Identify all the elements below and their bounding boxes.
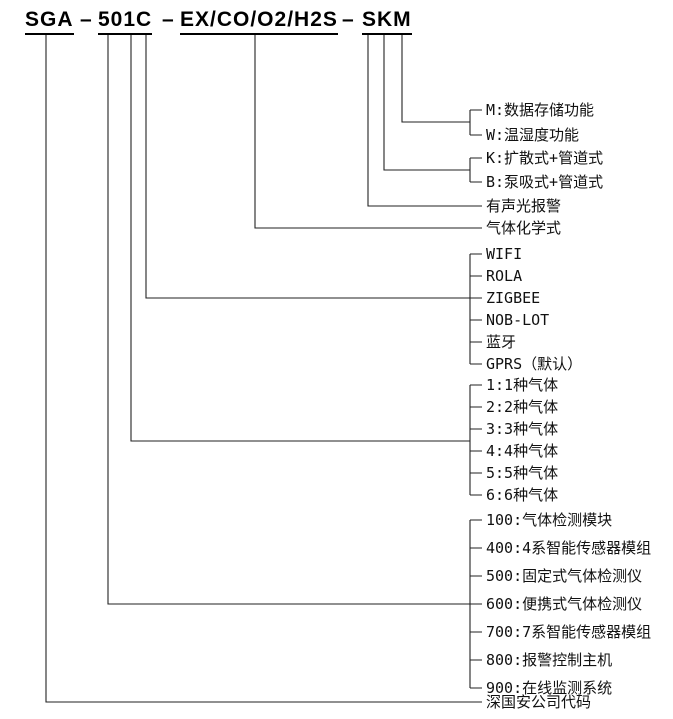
bracket-communication: [469, 253, 482, 365]
connector-gas-chemical: [254, 33, 482, 229]
group-product-series: 100:气体检测模块 400:4系智能传感器模组 500:固定式气体检测仪 600:便…: [486, 510, 651, 698]
diagram-label: W:温湿度功能: [486, 126, 580, 144]
diagram-label: WIFI: [486, 245, 523, 263]
group-communication: WIFI ROLA ZIGBEE NOB-LOT 蓝牙 GPRS（默认）: [486, 244, 582, 374]
diagram-label: 900:在线监测系统: [486, 679, 613, 697]
label-alarm: 有声光报警: [486, 197, 562, 215]
diagram-label: 蓝牙: [486, 333, 517, 351]
model-segment-options: SKM: [362, 8, 412, 35]
diagram-label: NOB-LOT: [486, 311, 550, 329]
diagram-label: 5:5种气体: [486, 464, 559, 482]
diagram-label: 3:3种气体: [486, 420, 559, 438]
model-code: SGA – 501C – EX/CO/O2/H2S – SKM: [0, 8, 673, 40]
model-segment-gases: EX/CO/O2/H2S: [180, 8, 338, 35]
label-company-code: 深国安公司代码: [486, 693, 592, 711]
diagram-label: M:数据存储功能: [486, 101, 595, 119]
bracket-product-series: [469, 519, 482, 689]
diagram-label: B:泵吸式+管道式: [486, 173, 604, 191]
diagram-label: 600:便携式气体检测仪: [486, 595, 643, 613]
diagram-label: 800:报警控制主机: [486, 651, 613, 669]
connector-communication: [145, 33, 470, 299]
bracket-gas-count: [469, 384, 482, 496]
diagram-label: 6:6种气体: [486, 486, 559, 504]
diagram-label: ZIGBEE: [486, 289, 541, 307]
diagram-label: 1:1种气体: [486, 376, 559, 394]
connector-gas-count: [130, 33, 470, 442]
dash-separator: –: [342, 8, 354, 31]
diagram-label: 100:气体检测模块: [486, 511, 613, 529]
diagram-label: 500:固定式气体检测仪: [486, 567, 643, 585]
diagram-label: 4:4种气体: [486, 442, 559, 460]
dash-separator: –: [80, 8, 92, 31]
diagram-label: K:扩散式+管道式: [486, 149, 604, 167]
bracket-storage: [469, 109, 482, 136]
model-segment-series: 501C: [98, 8, 153, 35]
group-storage-function: M:数据存储功能 W:温湿度功能: [486, 100, 594, 145]
connector-company-code: [45, 33, 482, 703]
group-gas-count: 1:1种气体 2:2种气体 3:3种气体 4:4种气体 5:5种气体 6:6种气体: [486, 375, 558, 505]
diagram-label: 400:4系智能传感器模组: [486, 539, 652, 557]
bracket-sampling: [469, 157, 482, 183]
diagram-label: ROLA: [486, 267, 523, 285]
connector-product-series: [107, 33, 470, 605]
diagram-label: GPRS（默认）: [486, 355, 583, 373]
diagram-label: 2:2种气体: [486, 398, 559, 416]
diagram-label: 700:7系智能传感器模组: [486, 623, 652, 641]
dash-separator: –: [162, 8, 174, 31]
label-gas-chemical: 气体化学式: [486, 219, 562, 237]
connector-storage: [401, 33, 470, 123]
model-segment-brand: SGA: [25, 8, 74, 35]
group-sampling-method: K:扩散式+管道式 B:泵吸式+管道式: [486, 148, 603, 192]
connector-alarm: [367, 33, 482, 207]
connector-sampling: [383, 33, 470, 171]
